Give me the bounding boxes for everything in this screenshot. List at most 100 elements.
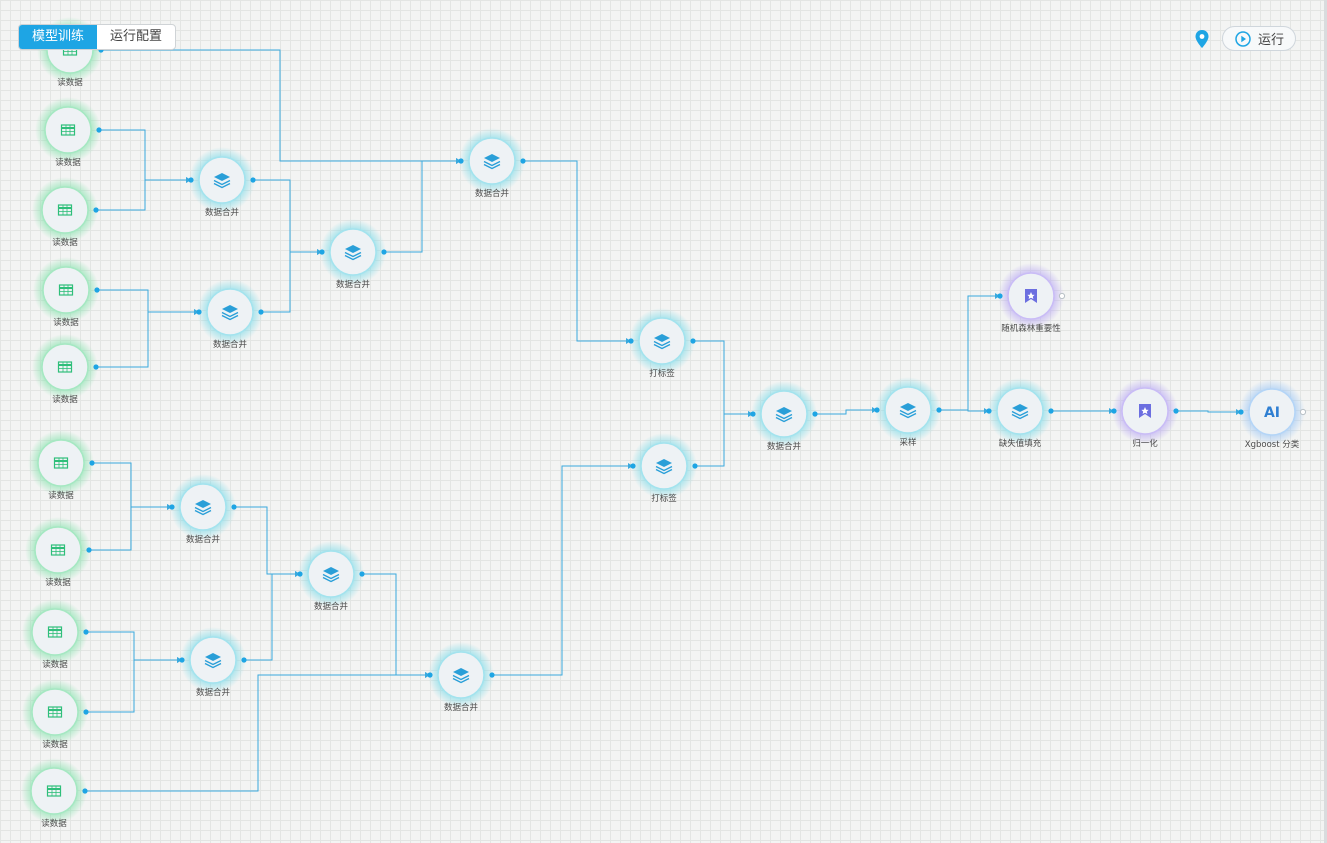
output-port[interactable] <box>359 571 365 577</box>
input-port[interactable] <box>1111 408 1117 414</box>
node-t2[interactable]: 打标签 <box>630 433 698 504</box>
node-r7[interactable]: 读数据 <box>25 517 92 588</box>
table-icon <box>50 544 66 556</box>
layers-icon <box>204 653 222 669</box>
output-port[interactable] <box>89 460 95 466</box>
node-r2[interactable]: 读数据 <box>35 97 102 168</box>
node-label: 数据合并 <box>767 441 802 452</box>
output-port[interactable] <box>692 463 698 469</box>
node-circle[interactable] <box>37 439 85 487</box>
output-port[interactable] <box>381 249 387 255</box>
node-m1[interactable]: 数据合并 <box>188 147 256 218</box>
node-r5[interactable]: 读数据 <box>32 334 99 405</box>
run-button-label: 运行 <box>1258 33 1285 48</box>
output-port[interactable] <box>231 504 237 510</box>
edge-r7-m5 <box>89 506 172 551</box>
output-port[interactable] <box>83 629 89 635</box>
input-port[interactable] <box>986 408 992 414</box>
node-m5[interactable]: 数据合并 <box>169 474 237 545</box>
output-port[interactable] <box>241 657 247 663</box>
node-r8[interactable]: 读数据 <box>22 599 89 670</box>
output-port[interactable] <box>812 411 818 417</box>
node-circle[interactable] <box>41 343 89 391</box>
node-r4[interactable]: 读数据 <box>33 257 100 328</box>
edge-layer <box>85 49 1241 792</box>
tab-model-training[interactable]: 模型训练 <box>19 25 98 49</box>
node-m9[interactable]: 数据合并 <box>750 381 818 452</box>
edge-m3-m2 <box>261 251 322 313</box>
node-r3[interactable]: 读数据 <box>32 177 99 248</box>
output-port-empty[interactable] <box>1058 292 1066 300</box>
output-port[interactable] <box>93 364 99 370</box>
node-r9[interactable]: 读数据 <box>22 679 89 750</box>
node-m6[interactable]: 数据合并 <box>297 541 365 612</box>
tab-run-config[interactable]: 运行配置 <box>110 29 163 44</box>
table-icon <box>57 361 73 373</box>
output-port[interactable] <box>520 158 526 164</box>
output-port[interactable] <box>93 207 99 213</box>
node-label: 采样 <box>899 437 917 448</box>
input-port[interactable] <box>427 672 433 678</box>
output-port[interactable] <box>94 287 100 293</box>
input-port[interactable] <box>1238 409 1244 415</box>
node-m7[interactable]: 数据合并 <box>179 627 247 698</box>
node-s1[interactable]: 采样 <box>874 377 942 448</box>
output-port[interactable] <box>936 407 942 413</box>
node-f1[interactable]: 缺失值填充 <box>986 378 1054 449</box>
output-port[interactable] <box>1048 408 1054 414</box>
input-port[interactable] <box>169 504 175 510</box>
input-port[interactable] <box>196 309 202 315</box>
node-t1[interactable]: 打标签 <box>628 308 696 379</box>
output-port[interactable] <box>489 672 495 678</box>
output-port[interactable] <box>250 177 256 183</box>
node-circle[interactable] <box>1248 388 1296 436</box>
node-m8[interactable]: 数据合并 <box>427 642 495 713</box>
node-n1[interactable]: 归一化 <box>1111 378 1179 449</box>
output-port[interactable] <box>82 788 88 794</box>
output-port[interactable] <box>1173 408 1179 414</box>
input-port[interactable] <box>997 293 1003 299</box>
node-label: 数据合并 <box>314 601 349 612</box>
input-port[interactable] <box>628 338 634 344</box>
node-m4[interactable]: 数据合并 <box>458 128 526 199</box>
edge-n1-xg <box>1176 410 1241 413</box>
input-port[interactable] <box>874 407 880 413</box>
scrollbar[interactable] <box>1324 0 1327 843</box>
node-circle[interactable] <box>41 186 89 234</box>
output-port[interactable] <box>86 547 92 553</box>
node-label: 读数据 <box>48 490 74 501</box>
node-circle[interactable] <box>44 106 92 154</box>
node-m2[interactable]: 数据合并 <box>319 219 387 290</box>
output-port-empty[interactable] <box>1299 408 1307 416</box>
input-port[interactable] <box>750 411 756 417</box>
node-r10[interactable]: 读数据 <box>21 758 88 829</box>
node-rf[interactable]: 随机森林重要性 <box>997 263 1066 334</box>
node-circle[interactable] <box>31 688 79 736</box>
output-port[interactable] <box>96 127 102 133</box>
input-port[interactable] <box>297 571 303 577</box>
node-m3[interactable]: 数据合并 <box>196 279 264 350</box>
node-label: Xgboost 分类 <box>1245 439 1300 450</box>
input-port[interactable] <box>319 249 325 255</box>
output-port[interactable] <box>690 338 696 344</box>
edge-r4-m3 <box>97 289 199 313</box>
node-circle[interactable] <box>34 526 82 574</box>
map-pin-icon[interactable] <box>1195 30 1209 48</box>
node-circle[interactable] <box>30 767 78 815</box>
input-port[interactable] <box>458 158 464 164</box>
output-port[interactable] <box>83 709 89 715</box>
node-circle[interactable] <box>42 266 90 314</box>
edge-t2-m9 <box>695 413 753 467</box>
run-button[interactable]: 运行 <box>1222 26 1296 51</box>
input-port[interactable] <box>630 463 636 469</box>
output-port[interactable] <box>258 309 264 315</box>
node-circle[interactable] <box>31 608 79 656</box>
node-label: 读数据 <box>55 157 81 168</box>
node-r6[interactable]: 读数据 <box>28 430 95 501</box>
layers-icon <box>221 305 239 321</box>
bookmark-icon <box>1139 404 1151 418</box>
input-port[interactable] <box>188 177 194 183</box>
input-port[interactable] <box>179 657 185 663</box>
